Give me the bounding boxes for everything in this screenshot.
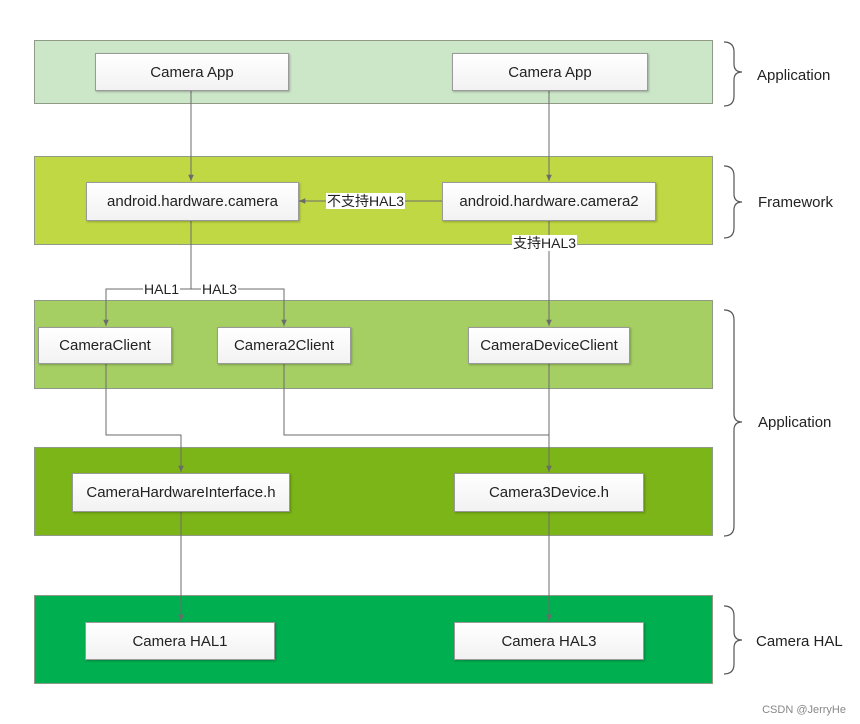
edge-cameraclient-to-hwinterface <box>105 364 184 472</box>
edge-label-support-hal3: 支持HAL3 <box>512 235 578 251</box>
android-hardware-camera-node: android.hardware.camera <box>86 182 299 221</box>
side-label-framework: Framework <box>758 194 834 211</box>
side-label-application-middle: Application <box>758 414 832 431</box>
side-label-application-top: Application <box>757 67 831 84</box>
brace-camera-hal <box>723 605 743 675</box>
edge-label-not-support-hal3: 不支持HAL3 <box>326 193 406 209</box>
side-label-camera-hal: Camera HAL <box>756 633 843 650</box>
camera2-client-node: Camera2Client <box>217 327 351 364</box>
camera-hal3-node: Camera HAL3 <box>454 622 644 660</box>
edge-camera2client-to-camera3device <box>283 364 549 436</box>
camera-hardware-interface-node: CameraHardwareInterface.h <box>72 473 290 512</box>
camera-client-node: CameraClient <box>38 327 172 364</box>
camera-hal1-node: Camera HAL1 <box>85 622 275 660</box>
camera-app-right-node: Camera App <box>452 53 648 91</box>
camera-app-left-node: Camera App <box>95 53 289 91</box>
brace-framework <box>723 165 743 239</box>
camera3-device-node: Camera3Device.h <box>454 473 644 512</box>
brace-application-top <box>723 41 743 107</box>
camera-device-client-node: CameraDeviceClient <box>468 327 630 364</box>
edge-label-hal1: HAL1 <box>143 281 181 297</box>
edge-label-hal3: HAL3 <box>201 281 239 297</box>
brace-application-middle <box>723 309 743 537</box>
android-hardware-camera2-node: android.hardware.camera2 <box>442 182 656 221</box>
watermark: CSDN @JerryHe <box>762 704 846 716</box>
